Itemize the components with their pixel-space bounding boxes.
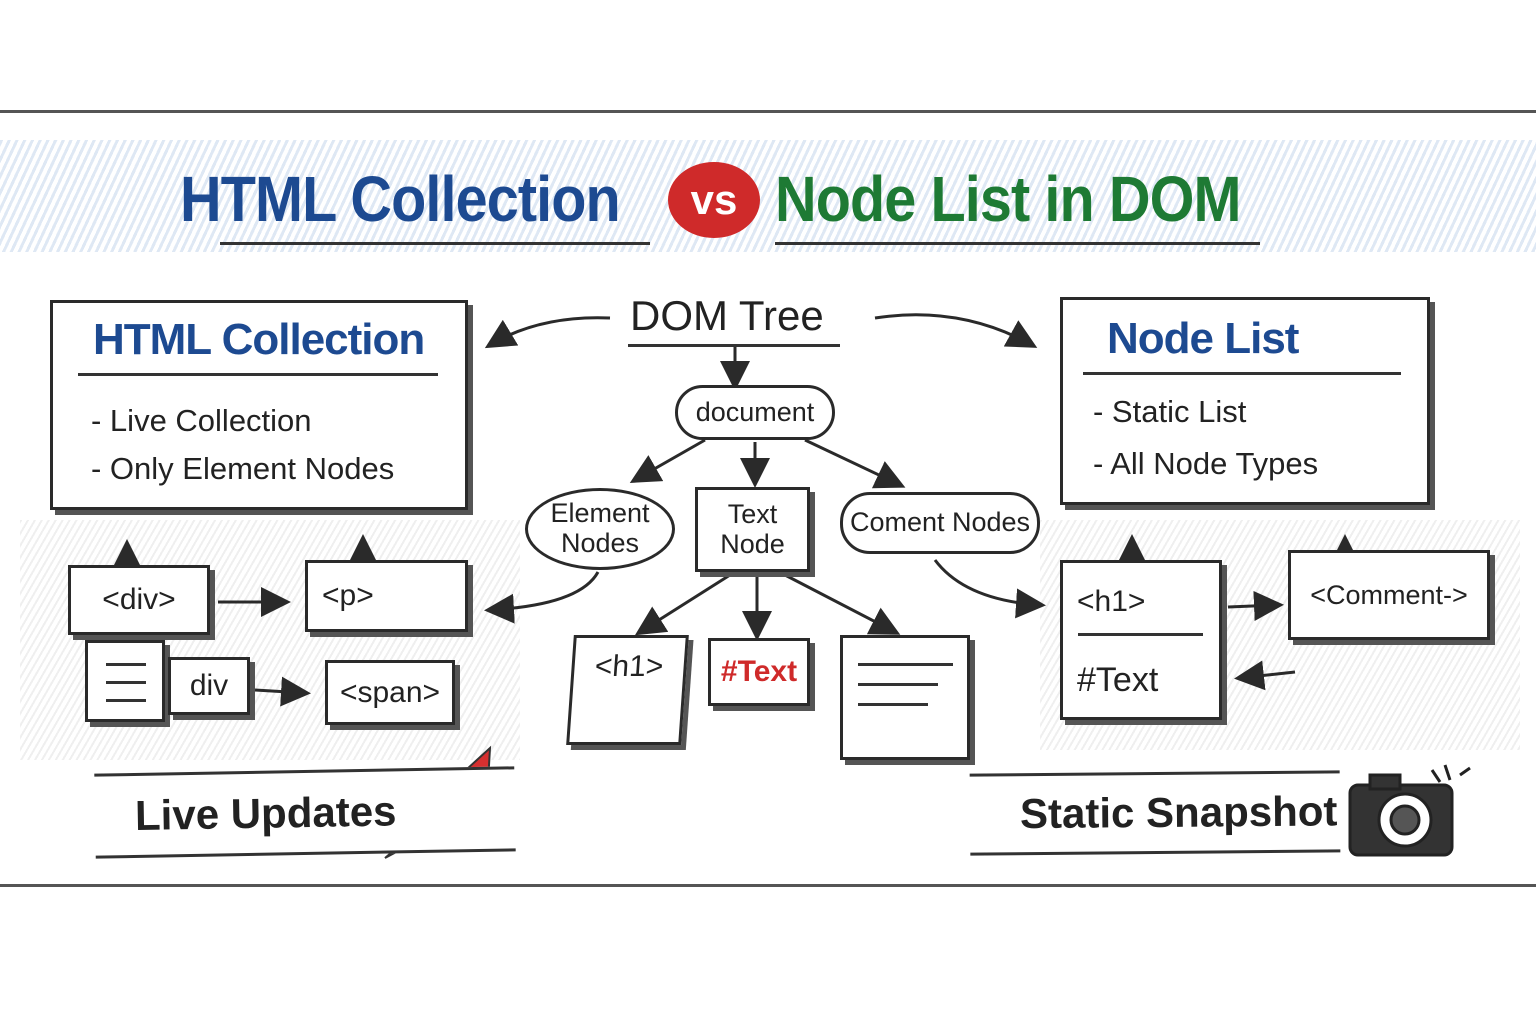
arrow-doc-comment: [804, 438, 906, 489]
top-rule: [0, 110, 1536, 113]
arrow-comment-h1-back: [1234, 660, 1296, 691]
arrow-h1-comment: [1227, 590, 1284, 621]
h1-text-element: <h1> #Text: [1060, 560, 1222, 720]
div-element: <div>: [68, 565, 210, 635]
arrow-to-html-collection: [484, 316, 611, 349]
p-element: <p>: [305, 560, 468, 632]
comment-nodes: Coment Nodes: [840, 492, 1040, 554]
html-collection-item: - Live Collection: [91, 403, 312, 438]
comment-document-icon: [840, 635, 970, 760]
node-list-heading: Node List: [1107, 314, 1299, 363]
title-band: [0, 140, 1536, 252]
document-node: document: [675, 385, 835, 440]
html-collection-heading: HTML Collection: [93, 315, 425, 364]
html-collection-item: - Only Element Nodes: [91, 451, 395, 486]
static-snapshot-banner: Static Snapshot: [969, 770, 1341, 856]
title-node-list: Node List in DOM: [775, 163, 1241, 235]
h1-label: <h1>: [593, 650, 665, 683]
span-element: <span>: [325, 660, 455, 725]
bottom-rule: [0, 884, 1536, 887]
arrow-comment-h1: [933, 559, 1046, 619]
html-collection-box: HTML Collection - Live Collection - Only…: [50, 300, 468, 510]
text-label: #Text: [1077, 661, 1159, 699]
arrow-div-span: [254, 676, 311, 707]
vs-badge: vs: [668, 162, 760, 238]
comment-element: <Comment->: [1288, 550, 1490, 640]
div-small-element: div: [168, 657, 250, 715]
title-underline-left: [220, 242, 650, 245]
live-updates-label: Live Updates: [134, 786, 397, 839]
live-updates-banner: Live Updates: [94, 766, 516, 859]
element-nodes: Element Nodes: [525, 488, 675, 570]
node-list-box: Node List - Static List - All Node Types: [1060, 297, 1430, 505]
arrow-text-h1: [634, 573, 731, 636]
title-underline-right: [775, 242, 1260, 245]
arrow-element-to-p: [484, 571, 600, 624]
h1-node: <h1>: [566, 635, 689, 745]
static-snapshot-label: Static Snapshot: [1019, 787, 1338, 838]
title-html-collection: HTML Collection: [180, 163, 621, 235]
text-node: Text Node: [695, 487, 810, 572]
heading-underline: [1083, 372, 1401, 375]
arrow-to-node-list: [874, 313, 1038, 348]
lines-document-icon: [85, 640, 165, 722]
arrow-text-doc: [784, 573, 901, 635]
camera-icon: [1348, 764, 1471, 857]
arrow-doc-element: [629, 438, 706, 483]
dom-tree-underline: [628, 344, 840, 347]
h1-label: <h1>: [1077, 585, 1146, 618]
node-list-item: - All Node Types: [1093, 446, 1319, 481]
dom-tree-label: DOM Tree: [630, 292, 824, 339]
heading-underline: [78, 373, 438, 376]
text-leaf: #Text: [708, 638, 810, 706]
node-list-item: - Static List: [1093, 394, 1247, 429]
